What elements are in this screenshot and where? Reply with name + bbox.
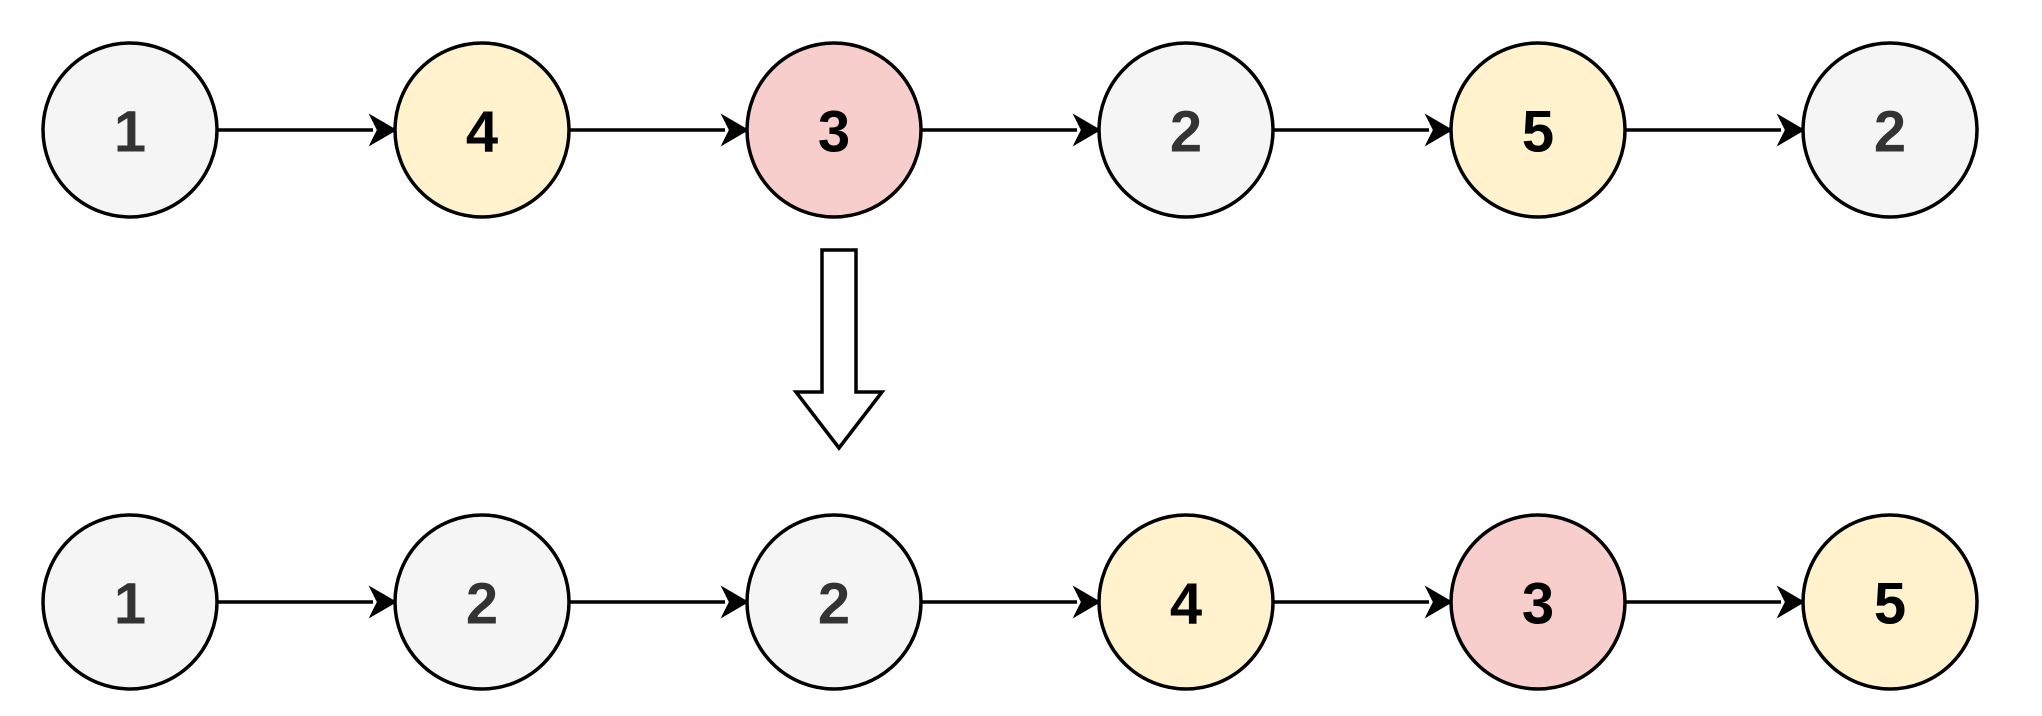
transform-down-arrow	[792, 248, 886, 451]
list-node: 2	[1097, 41, 1275, 219]
node-circle	[745, 513, 923, 691]
link-arrowhead	[720, 113, 749, 147]
list-node: 1	[41, 513, 219, 691]
link-arrowhead	[720, 585, 749, 619]
node-circle	[1097, 41, 1275, 219]
output-list: 1 2 2 4 3 5	[41, 513, 1979, 691]
list-node: 4	[1097, 513, 1275, 691]
node-value: 5	[1522, 100, 1554, 165]
link-arrowhead	[1776, 113, 1805, 147]
node-value: 3	[1522, 572, 1554, 637]
list-node: 3	[745, 41, 923, 219]
lists-layer: 1 4 3 2 5 2 1 2 2 4 3 5	[41, 41, 1979, 691]
node-circle	[393, 41, 571, 219]
link-arrowhead	[1072, 585, 1101, 619]
node-circle	[393, 513, 571, 691]
node-value: 1	[114, 572, 146, 637]
node-circle	[41, 513, 219, 691]
node-value: 1	[114, 100, 146, 165]
node-value: 4	[466, 100, 498, 165]
node-circle	[41, 41, 219, 219]
list-node: 2	[1801, 41, 1979, 219]
link-arrowhead	[368, 585, 397, 619]
list-node: 4	[393, 41, 571, 219]
link-arrowhead	[1424, 585, 1453, 619]
list-node: 5	[1801, 513, 1979, 691]
node-value: 2	[1874, 100, 1906, 165]
node-circle	[1801, 41, 1979, 219]
list-node: 1	[41, 41, 219, 219]
node-value: 2	[466, 572, 498, 637]
link-arrowhead	[1424, 113, 1453, 147]
node-circle	[1449, 41, 1627, 219]
list-node: 2	[393, 513, 571, 691]
list-node: 2	[745, 513, 923, 691]
list-node: 3	[1449, 513, 1627, 691]
link-arrowhead	[368, 113, 397, 147]
node-value: 4	[1170, 572, 1202, 637]
link-arrowhead	[1072, 113, 1101, 147]
node-value: 2	[818, 572, 850, 637]
link-arrowhead	[1776, 585, 1805, 619]
node-circle	[1097, 513, 1275, 691]
list-node: 5	[1449, 41, 1627, 219]
node-circle	[1449, 513, 1627, 691]
node-value: 2	[1170, 100, 1202, 165]
node-value: 5	[1874, 572, 1906, 637]
node-value: 3	[818, 100, 850, 165]
input-list: 1 4 3 2 5 2	[41, 41, 1979, 219]
node-circle	[745, 41, 923, 219]
node-circle	[1801, 513, 1979, 691]
